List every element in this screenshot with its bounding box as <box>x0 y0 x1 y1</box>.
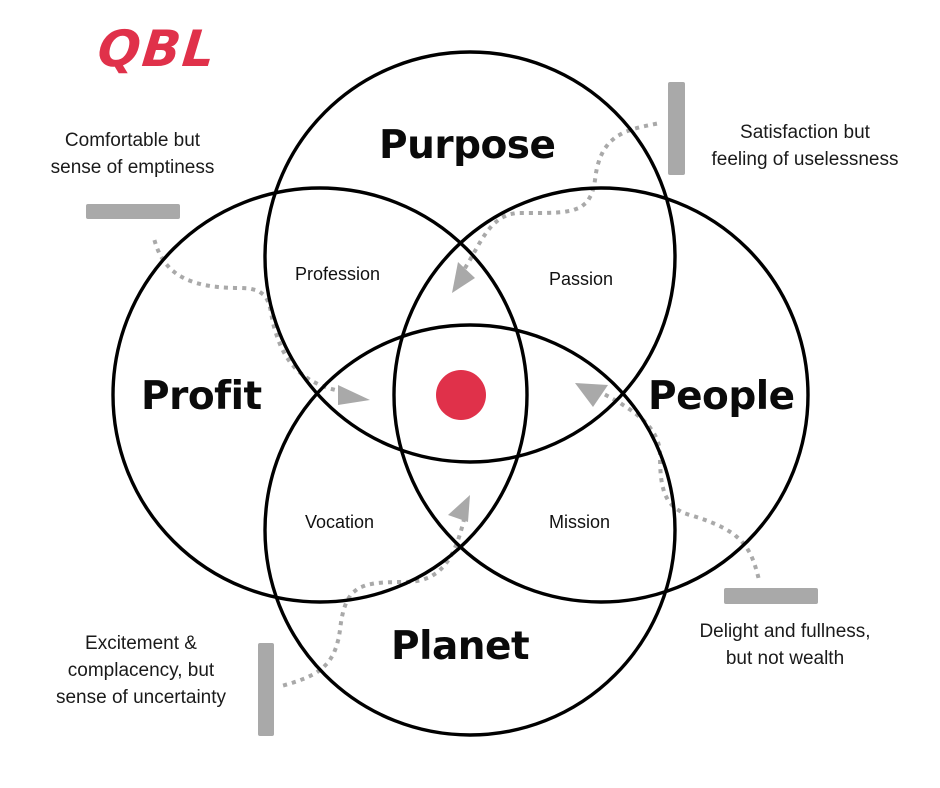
note-bottom-left: Excitement & complacency, but sense of u… <box>36 630 246 711</box>
center-dot-icon <box>436 370 486 420</box>
label-purpose: Purpose <box>379 123 556 168</box>
label-mission: Mission <box>549 512 611 532</box>
note-line: Satisfaction but <box>740 122 870 143</box>
note-line: sense of uncertainty <box>55 687 227 708</box>
circle-people <box>392 186 810 604</box>
note-line: Excitement & <box>85 633 197 654</box>
connector-top-right <box>462 121 658 271</box>
label-passion: Passion <box>549 269 614 289</box>
highlight-marker-top-left <box>86 204 180 219</box>
note-line: Comfortable but <box>64 130 201 151</box>
note-line: Delight and fullness, <box>699 621 871 642</box>
arrow-head-icon <box>338 385 370 405</box>
highlight-marker-top-right <box>668 82 685 175</box>
arrow-head-icon <box>575 383 608 407</box>
circle-profit <box>111 186 529 604</box>
logo: QBL <box>94 20 220 78</box>
note-line: but not wealth <box>725 648 845 669</box>
note-top-right: Satisfaction but feeling of uselessness <box>690 119 920 173</box>
arrow-head-icon <box>448 495 470 522</box>
label-planet: Planet <box>391 624 530 669</box>
highlight-marker-bottom-right <box>724 588 818 604</box>
note-line: sense of emptiness <box>50 157 215 178</box>
note-line: feeling of uselessness <box>711 149 899 170</box>
circle-purpose <box>263 50 677 464</box>
arrow-head-icon <box>452 262 475 293</box>
connector-bottom-right <box>597 389 761 579</box>
highlight-marker-bottom-left <box>258 643 274 736</box>
connector-bottom-left <box>282 512 468 688</box>
label-profit: Profit <box>141 374 262 419</box>
label-people: People <box>648 374 795 419</box>
note-bottom-right: Delight and fullness, but not wealth <box>675 618 895 672</box>
note-top-left: Comfortable but sense of emptiness <box>30 127 235 181</box>
note-line: complacency, but <box>67 660 215 681</box>
label-vocation: Vocation <box>305 512 375 532</box>
label-profession: Profession <box>295 264 381 284</box>
circle-planet <box>263 323 677 737</box>
